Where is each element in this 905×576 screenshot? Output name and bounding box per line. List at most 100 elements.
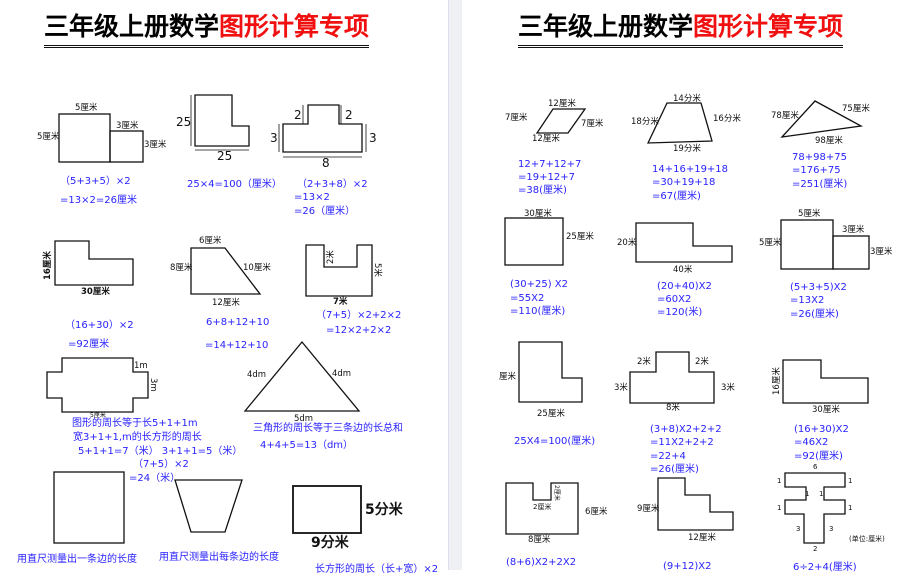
dimension-label: 40米 [673, 265, 693, 275]
dimension-label: 2 [813, 545, 818, 553]
formula-line: =30+19+18 [652, 177, 716, 188]
dimension-label: 8米 [666, 403, 680, 413]
formula-line: （7+5）×2+2×2 [316, 310, 402, 321]
dimension-label: 1 [805, 490, 810, 498]
dimension-label: 3 [796, 525, 801, 533]
r-fig3-triangle [780, 100, 864, 138]
dimension-label: 3厘米 [116, 121, 139, 131]
dimension-label: 25厘米 [537, 409, 565, 419]
dimension-label: 12厘米 [212, 298, 240, 308]
formula-line: 4+4+5=13（dm） [260, 440, 354, 451]
fig5-trapezoid [190, 247, 262, 295]
r-fig9-l-shape [782, 359, 869, 404]
left-page-title: 三年级上册数学图形计算专项 [44, 12, 370, 48]
fig3-dimension-arrows [278, 105, 367, 158]
formula-line: （16+30）×2 [65, 320, 134, 331]
r-fig2-trapezoid [646, 102, 713, 144]
dimension-label: 16分米 [713, 114, 741, 124]
formula-line: =22+4 [650, 451, 686, 462]
dimension-label: 12厘米 [548, 99, 576, 109]
dimension-label: 19分米 [673, 144, 701, 154]
dimension-label: 2米 [326, 250, 336, 264]
dimension-label: 2 [345, 108, 353, 122]
dimension-label: 8厘米 [528, 535, 551, 545]
formula-line: =19+12+7 [518, 172, 575, 183]
formula-line: 25×4=100（厘米） [187, 179, 282, 190]
dimension-label: 7厘米 [505, 113, 528, 123]
dimension-label: 30厘米 [812, 405, 840, 415]
formula-line: 长方形的周长（长+宽）×2 [315, 564, 439, 575]
formula-line: (5+3+5)X2 [790, 282, 847, 293]
unit-note: (单位:厘米) [849, 535, 885, 543]
dimension-label: 3 [829, 525, 834, 533]
formula-line: 12+7+12+7 [518, 159, 582, 170]
formula-line: =13×2=26厘米 [60, 195, 137, 206]
dimension-label: 25厘米 [566, 232, 594, 242]
title-red: 图形计算专项 [219, 12, 370, 41]
dimension-label: 5dm [294, 414, 314, 424]
dimension-label: 30厘米 [81, 287, 110, 297]
r-fig10-u-shape [505, 482, 579, 535]
dimension-label: 1 [819, 490, 824, 498]
instruction-text: 用直尺测量出一条边的长度 [17, 554, 137, 565]
dimension-label: 3厘米 [842, 225, 865, 235]
formula-line: =60X2 [657, 294, 692, 305]
formula-line: =13×2 [294, 192, 330, 203]
formula-line: =26(厘米) [650, 464, 699, 475]
fig4-l-shape [54, 240, 134, 286]
dimension-label: 3米 [614, 383, 628, 393]
dimension-label: 8厘米 [170, 263, 193, 273]
formula-line: =13X2 [790, 295, 825, 306]
fig7-cross-shape [46, 357, 149, 413]
dimension-label: 3米 [721, 383, 735, 393]
formula-line: 三角形的周长等于三条边的长总和 [253, 423, 403, 434]
fig10-trapezoid [174, 479, 243, 533]
formula-line: (30+25) X2 [510, 279, 569, 290]
dimension-label: 1 [848, 504, 853, 512]
dimension-label: 25 [217, 149, 233, 163]
dimension-label: 1 [777, 504, 782, 512]
dimension-label: 5米 [372, 263, 382, 277]
dimension-label: 3 [369, 131, 377, 145]
fig2-l-shape [194, 94, 250, 147]
dimension-label: 5厘米 [37, 132, 60, 142]
title-black: 三年级上册数学 [518, 12, 694, 41]
formula-line: 14+16+19+18 [652, 164, 729, 175]
dimension-label: 5厘米 [75, 103, 98, 113]
r-fig6-square [780, 219, 834, 270]
dimension-label: 7米 [333, 297, 348, 307]
r-fig4-rectangle [504, 217, 564, 266]
fig2-dimension-arrows [190, 95, 249, 151]
dimension-label: 2厘米 [553, 485, 560, 501]
formula-line: 25X4=100(厘米) [514, 436, 596, 447]
formula-line: =110(厘米) [510, 306, 566, 317]
dimension-label: 5厘米 [90, 412, 106, 419]
formula-line: =46X2 [794, 437, 829, 448]
formula-line: (20+40)X2 [657, 281, 712, 292]
dimension-label: 2 [294, 108, 302, 122]
fig8-triangle [243, 340, 361, 412]
dimension-label: 6厘米 [585, 507, 608, 517]
r-fig11-stair-shape [657, 477, 734, 531]
formula-line: =14+12+10 [205, 340, 269, 351]
dimension-label: 3厘米 [870, 247, 893, 257]
fig1-square [58, 113, 111, 163]
formula-line: （5+3+5）×2 [60, 176, 131, 187]
dimension-label: 3m [148, 378, 158, 392]
dimension-label: 3 [270, 131, 278, 145]
dimension-label: 2厘米 [533, 503, 552, 511]
dimension-label: 16厘米 [43, 251, 53, 280]
dimension-label: 4dm [247, 370, 267, 380]
dimension-label: 2米 [637, 357, 651, 367]
formula-line: 5+1+1=7（米） 3+1+1=5（米） [78, 446, 243, 457]
formula-line: 78+98+75 [792, 152, 847, 163]
dimension-label: 25 [176, 115, 192, 129]
formula-line: =38(厘米) [518, 185, 567, 196]
dimension-label: 75厘米 [842, 104, 870, 114]
dimension-label: 16厘米 [772, 367, 782, 395]
formula-line: 图形的周长等于长5+1+1m [72, 418, 198, 429]
formula-line: =67(厘米) [652, 191, 701, 202]
dimension-label: 18分米 [631, 117, 659, 127]
dimension-label: 10厘米 [243, 263, 271, 273]
